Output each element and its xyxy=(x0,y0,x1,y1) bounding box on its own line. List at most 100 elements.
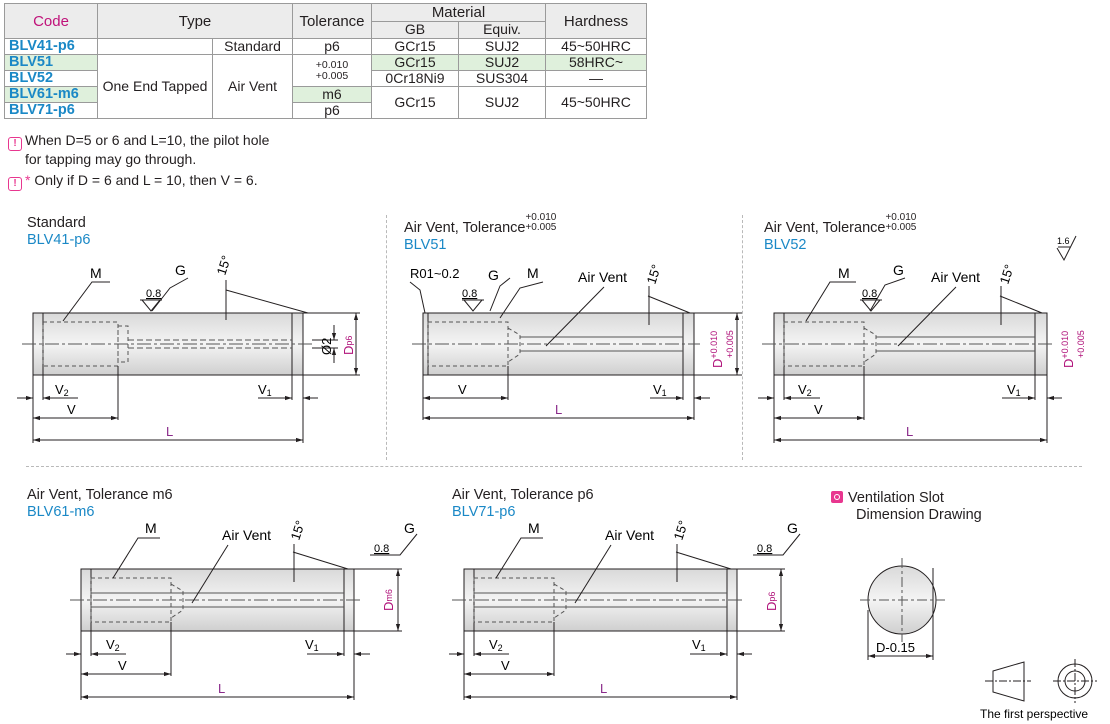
table-row: BLV52 0Cr18Ni9 SUS304 — xyxy=(4,70,647,87)
row-gb-merged: GCr15 xyxy=(371,86,459,119)
header-code: Code xyxy=(4,3,98,39)
pin-blv61 xyxy=(66,533,418,700)
label-angle: 15° xyxy=(644,263,664,286)
label-roughness-1-6: 1.6 xyxy=(1057,236,1070,246)
row-code: BLV71-p6 xyxy=(4,102,98,119)
row-tolerance-range: +0.010+0.005 xyxy=(292,54,372,87)
label-air-vent: Air Vent xyxy=(931,269,980,285)
label-d: Dp6 xyxy=(764,592,779,611)
label-l: L xyxy=(166,424,173,439)
header-material: Material xyxy=(371,3,546,22)
label-v1: V1 xyxy=(258,382,272,398)
type-one-end-tapped: One End Tapped xyxy=(96,54,214,119)
first-angle-projection-icon xyxy=(985,659,1097,703)
label-air-vent: Air Vent xyxy=(578,269,627,285)
pin-blv52 xyxy=(758,235,1077,443)
label-air-vent: Air Vent xyxy=(222,527,271,543)
table-row: BLV51 One End Tapped Air Vent +0.010+0.0… xyxy=(4,54,647,119)
table-row: BLV71-p6 p6 xyxy=(4,102,647,119)
label-roughness: 0.8 xyxy=(462,288,477,300)
row-code: BLV51 xyxy=(4,54,98,71)
label-g: G xyxy=(404,520,415,536)
label-v1: V1 xyxy=(305,637,319,653)
pin-blv51 xyxy=(409,277,742,421)
divider xyxy=(26,466,1082,467)
label-roughness: 0.8 xyxy=(146,288,161,300)
label-vent-dim: D-0.15 xyxy=(876,640,915,655)
spec-table: Code Type Tolerance Material Hardness GB… xyxy=(4,3,647,119)
label-angle: 15° xyxy=(214,254,234,277)
row-tolerance: m6 xyxy=(292,86,372,103)
row-tolerance: p6 xyxy=(292,38,372,55)
note-pilot-hole: !When D=5 or 6 and L=10, the pilot hole … xyxy=(8,132,269,168)
label-r01: R01~0.2 xyxy=(410,266,460,281)
circle-marker-icon xyxy=(831,491,843,503)
label-d: D+0.010 xyxy=(709,331,725,368)
label-g: G xyxy=(175,262,186,278)
label-angle: 15° xyxy=(671,519,691,542)
divider xyxy=(742,215,743,460)
header-equiv: Equiv. xyxy=(458,20,546,39)
label-d-tol-low: +0.005 xyxy=(725,330,735,358)
label-v1: V1 xyxy=(1007,382,1021,398)
label-d: D+0.010 xyxy=(1060,331,1076,368)
label-perspective: The first perspective xyxy=(980,707,1088,721)
label-phi2: Ø2 xyxy=(319,338,334,355)
label-l: L xyxy=(600,681,607,696)
row-hardness-merged: 45~50HRC xyxy=(545,86,647,119)
row-equiv: SUJ2 xyxy=(458,54,546,71)
row-code: BLV61-m6 xyxy=(4,86,98,103)
label-angle: 15° xyxy=(997,263,1017,286)
row-code: BLV52 xyxy=(4,70,98,87)
type-standard: Standard xyxy=(212,38,293,55)
row-gb: 0Cr18Ni9 xyxy=(371,70,459,87)
label-d: Dp6 xyxy=(341,336,356,355)
label-v2: V2 xyxy=(489,637,503,653)
label-l: L xyxy=(555,402,562,417)
label-m: M xyxy=(145,520,157,536)
warning-icon: ! xyxy=(8,177,22,191)
divider xyxy=(386,215,387,460)
label-v1: V1 xyxy=(692,637,706,653)
label-d: Dm6 xyxy=(381,589,396,611)
label-angle: 15° xyxy=(288,519,308,542)
type-air-vent: Air Vent xyxy=(212,54,293,119)
label-v: V xyxy=(67,402,76,417)
label-v2: V2 xyxy=(106,637,120,653)
label-roughness: 0.8 xyxy=(862,288,877,300)
table-row: BLV61-m6 m6 GCr15 SUJ2 45~50HRC xyxy=(4,86,647,119)
label-m: M xyxy=(527,265,539,281)
pin-standard xyxy=(17,277,360,443)
label-g: G xyxy=(787,520,798,536)
label-v: V xyxy=(501,658,510,673)
ventilation-slot-title: Ventilation Slot Dimension Drawing xyxy=(831,490,982,524)
label-roughness: 0.8 xyxy=(757,543,772,555)
label-v2: V2 xyxy=(55,382,69,398)
label-air-vent: Air Vent xyxy=(605,527,654,543)
label-m: M xyxy=(838,265,850,281)
row-code: BLV41-p6 xyxy=(4,38,98,55)
label-v: V xyxy=(814,402,823,417)
row-equiv-merged: SUJ2 xyxy=(458,86,546,119)
pin-blv71 xyxy=(449,533,801,700)
label-v1: V1 xyxy=(653,382,667,398)
label-m: M xyxy=(90,265,102,281)
row-equiv: SUS304 xyxy=(458,70,546,87)
label-v: V xyxy=(118,658,127,673)
label-v: V xyxy=(458,382,467,397)
header-hardness: Hardness xyxy=(545,3,647,39)
label-v2: V2 xyxy=(798,382,812,398)
row-hardness: 58HRC~ xyxy=(545,54,647,71)
row-tolerance: p6 xyxy=(292,102,372,119)
label-g: G xyxy=(893,262,904,278)
note-v-value: !* Only if D = 6 and L = 10, then V = 6. xyxy=(8,172,258,191)
ventilation-slot-drawing xyxy=(860,558,945,660)
label-l: L xyxy=(906,424,913,439)
label-g: G xyxy=(488,267,499,283)
